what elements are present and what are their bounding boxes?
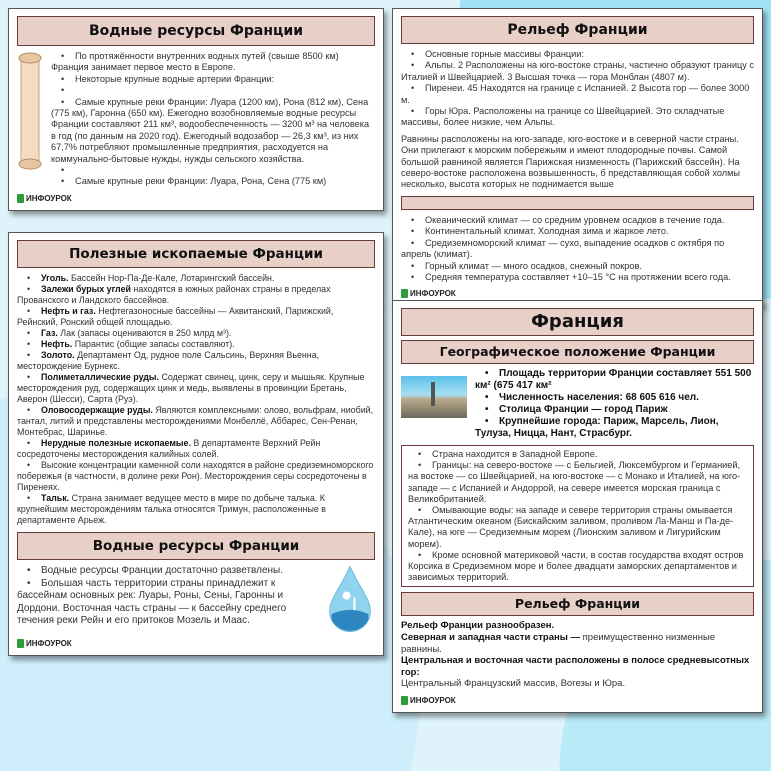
list-item: Уголь. Бассейн Нор-Па-Де-Кале, Лотарингс…	[17, 273, 375, 284]
list-item: Средиземноморский климат — сухо, выпаден…	[401, 238, 754, 261]
list-item: Пиренеи. 45 Находятся на границе с Испан…	[401, 83, 754, 106]
list-item	[51, 165, 375, 176]
minerals-list: Уголь. Бассейн Нор-Па-Де-Кале, Лотарингс…	[17, 273, 375, 526]
list-item: Страна находится в Западной Европе.	[408, 449, 747, 460]
list-item: Оловосодержащие руды. Являются комплексн…	[17, 405, 375, 438]
text-line: Центральный Французский массив, Вогезы и…	[401, 678, 626, 690]
list-item: Площадь территории Франции составляет 55…	[475, 368, 754, 392]
scroll-illustration	[18, 52, 42, 170]
list-item: Океанический климат — со средним уровнем…	[401, 215, 754, 226]
list-item: Столица Франции — город Париж	[475, 404, 754, 416]
page-minerals: Полезные ископаемые Франции Уголь. Бассе…	[8, 232, 384, 656]
list-item: Полиметаллические руды. Содержат свинец,…	[17, 372, 375, 405]
plains-paragraph: Равнины расположены на юго-западе, юго-в…	[401, 133, 741, 190]
infourok-logo: ИНФОУРОК	[401, 289, 754, 299]
list-item: Горы Юра. Расположены на границе со Швей…	[401, 106, 754, 129]
list-item: Основные горные массивы Франции:	[401, 49, 754, 60]
list-item: Нефть и газ. Нефтегазоносные бассейны — …	[17, 306, 375, 328]
list-item: Нефть. Парантис (общие запасы составляют…	[17, 339, 375, 350]
list-item: Границы: на северо-востоке — с Бельгией,…	[408, 460, 747, 505]
section-header: Рельеф Франции	[401, 592, 754, 617]
list-item	[51, 85, 375, 96]
list-item: Водные ресурсы Франции достаточно развет…	[17, 565, 317, 578]
infourok-logo: ИНФОУРОК	[401, 696, 754, 705]
list-item: Золото. Департамент Од, рудное поле Саль…	[17, 350, 375, 372]
list-item: Высокие концентрации каменной соли наход…	[17, 460, 375, 493]
list-item: Самые крупные реки Франции: Луара (1200 …	[51, 97, 375, 165]
text-line: Северная и западная части страны — преим…	[401, 632, 716, 655]
page-title: Водные ресурсы Франции	[17, 16, 375, 46]
list-item: Кроме основной материковой части, в сост…	[408, 550, 747, 584]
geo-box: Страна находится в Западной Европе. Гран…	[401, 445, 754, 588]
page-title: Полезные ископаемые Франции	[17, 240, 375, 268]
list-item: Большая часть территории страны принадле…	[17, 578, 317, 628]
page-france: Франция Географическое положение Франции…	[392, 300, 763, 713]
water-drop-illustration	[329, 565, 371, 632]
list-item: Газ. Лак (запасы оцениваются в 250 млрд …	[17, 328, 375, 339]
climate-list: Океанический климат — со средним уровнем…	[401, 215, 754, 283]
list-item: Нерудные полезные ископаемые. В департам…	[17, 438, 375, 460]
list-item: Самые крупные реки Франции: Луара, Рона,…	[51, 176, 375, 187]
water-list: Водные ресурсы Франции достаточно развет…	[17, 565, 317, 628]
list-item: Тальк. Страна занимает ведущее место в м…	[17, 493, 375, 526]
list-item: Крупнейшие города: Париж, Марсель, Лион,…	[475, 416, 754, 440]
section-header	[401, 195, 754, 210]
list-item: Средняя температура составляет +10–15 °С…	[401, 272, 754, 283]
paris-photo	[401, 376, 467, 418]
list-item: Залежи бурых углей находятся в южных рай…	[17, 284, 375, 306]
list-item: Омывающие воды: на западе и севере терри…	[408, 505, 747, 550]
facts-list: Площадь территории Франции составляет 55…	[475, 368, 754, 440]
list-item: Континентальный климат. Холодная зима и …	[401, 226, 754, 237]
page-water-resources: Водные ресурсы Франции По протяжённости …	[8, 8, 384, 211]
infourok-logo: ИНФОУРОК	[17, 639, 375, 648]
list-item: Численность населения: 68 605 616 чел.	[475, 392, 754, 404]
page-title: Рельеф Франции	[401, 16, 754, 44]
text-line: Центральная и восточная части расположен…	[401, 655, 750, 678]
section-header: Водные ресурсы Франции	[17, 532, 375, 560]
list-item: Горный климат — много осадков, снежный п…	[401, 261, 754, 272]
text-line: Рельеф Франции разнообразен.	[401, 620, 555, 632]
section-header: Географическое положение Франции	[401, 340, 754, 364]
eiffel-tower	[431, 382, 435, 406]
list-item: По протяжённости внутренних водных путей…	[51, 51, 375, 74]
mountains-list: Основные горные массивы Франции: Альпы. …	[401, 49, 754, 191]
water-list: По протяжённости внутренних водных путей…	[51, 51, 375, 188]
relief-text: Рельеф Франции разнообразен. Северная и …	[401, 620, 754, 690]
list-item: Альпы. 2 Расположены на юго-востоке стра…	[401, 60, 754, 83]
page-title: Франция	[401, 308, 754, 336]
list-item: Некоторые крупные водные артерии Франции…	[51, 74, 375, 85]
infourok-logo: ИНФОУРОК	[17, 193, 375, 203]
page-relief: Рельеф Франции Основные горные массивы Ф…	[392, 8, 763, 307]
